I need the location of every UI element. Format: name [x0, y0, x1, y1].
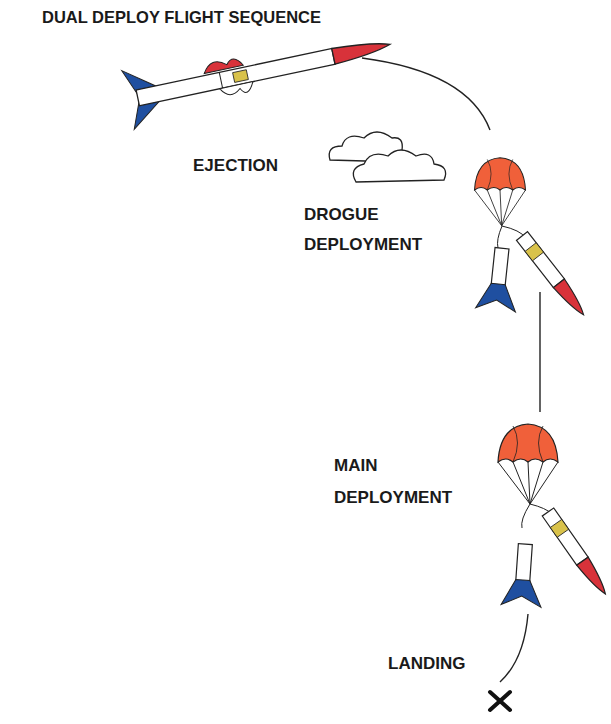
cloud	[329, 132, 445, 182]
trajectory-line	[500, 614, 528, 682]
ejection-rocket	[122, 15, 397, 129]
drogue-assembly	[475, 158, 590, 319]
stage-label: DROGUE DEPLOYMENT	[304, 200, 434, 260]
stage-label: LANDING	[388, 652, 488, 676]
stage-label: MAIN DEPLOYMENT	[334, 450, 464, 514]
landing-mark	[490, 692, 510, 710]
diagram-title: DUAL DEPLOY FLIGHT SEQUENCE	[42, 8, 321, 27]
stage-label: EJECTION	[193, 154, 353, 178]
trajectory-line	[539, 292, 540, 412]
trajectory-line	[362, 58, 490, 130]
main-assembly	[498, 424, 611, 607]
